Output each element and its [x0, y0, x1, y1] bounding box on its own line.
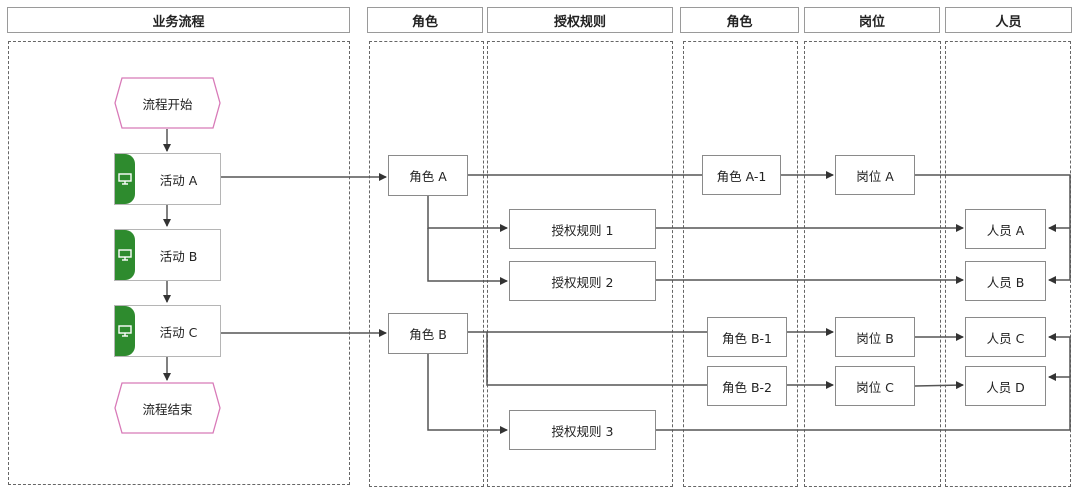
person-a[interactable]: 人员 A: [965, 209, 1046, 249]
header-role-1: 角色: [367, 7, 483, 33]
role-b[interactable]: 角色 B: [388, 313, 468, 354]
activity-c[interactable]: 活动 C: [114, 305, 221, 357]
activity-b[interactable]: 活动 B: [114, 229, 221, 281]
start-event[interactable]: 流程开始: [114, 77, 221, 129]
lane-post: [804, 41, 941, 487]
role-a-1[interactable]: 角色 A-1: [702, 155, 781, 195]
person-b[interactable]: 人员 B: [965, 261, 1046, 301]
end-event-label: 流程结束: [142, 401, 193, 417]
lane-role-2: [683, 41, 798, 487]
lane-auth-rule: [487, 41, 673, 487]
activity-a[interactable]: 活动 A: [114, 153, 221, 205]
header-business-process: 业务流程: [7, 7, 350, 33]
header-person: 人员: [945, 7, 1072, 33]
header-role-2: 角色: [680, 7, 799, 33]
post-c[interactable]: 岗位 C: [835, 366, 915, 406]
event-shape: [114, 77, 221, 129]
role-a[interactable]: 角色 A: [388, 155, 468, 196]
monitor-icon: [115, 306, 135, 356]
start-event-label: 流程开始: [142, 96, 193, 112]
auth-rule-3[interactable]: 授权规则 3: [509, 410, 656, 450]
activity-c-label: 活动 C: [159, 324, 198, 340]
auth-rule-2[interactable]: 授权规则 2: [509, 261, 656, 301]
monitor-icon: [115, 154, 135, 204]
lane-business-process: [8, 41, 350, 485]
role-b-1[interactable]: 角色 B-1: [707, 317, 787, 357]
end-event[interactable]: 流程结束: [114, 382, 221, 434]
person-c[interactable]: 人员 C: [965, 317, 1046, 357]
post-b[interactable]: 岗位 B: [835, 317, 915, 357]
auth-rule-1[interactable]: 授权规则 1: [509, 209, 656, 249]
event-shape: [114, 382, 221, 434]
header-post: 岗位: [804, 7, 940, 33]
activity-b-label: 活动 B: [159, 248, 198, 264]
role-b-2[interactable]: 角色 B-2: [707, 366, 787, 406]
activity-a-label: 活动 A: [159, 172, 198, 188]
monitor-icon: [115, 230, 135, 280]
header-auth-rule: 授权规则: [487, 7, 673, 33]
lane-role-1: [369, 41, 484, 487]
person-d[interactable]: 人员 D: [965, 366, 1046, 406]
post-a[interactable]: 岗位 A: [835, 155, 915, 195]
